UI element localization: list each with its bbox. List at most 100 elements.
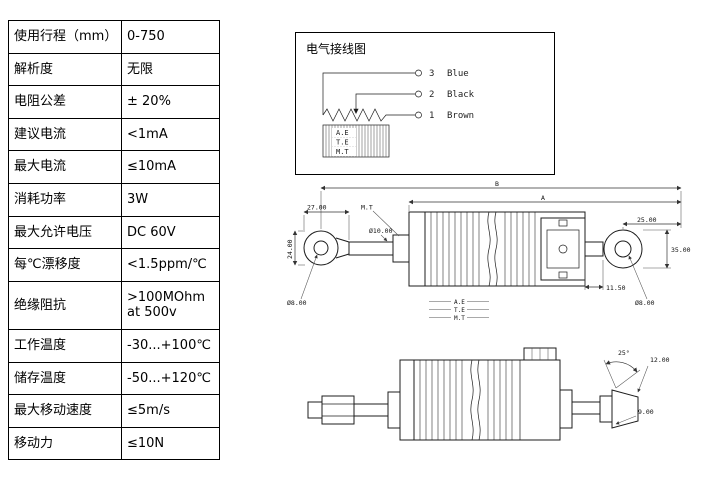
dim-text: 35.00 bbox=[671, 246, 691, 254]
spec-value: ± 20% bbox=[121, 85, 220, 119]
spec-value: >100MOhm at 500v bbox=[121, 280, 220, 330]
spec-value: DC 60V bbox=[121, 215, 220, 250]
table-row: 使用行程（mm） 0-750 bbox=[8, 20, 220, 54]
dimension-overall-B: B bbox=[320, 180, 682, 229]
sensor-body-symbol: A.E T.E M.T bbox=[322, 124, 390, 158]
wiring-diagram-box: 电气接线图 3 Blue 2 Black 1 Brown bbox=[295, 32, 555, 175]
dim-text: 25° bbox=[618, 349, 630, 357]
dim-text: B bbox=[495, 180, 499, 188]
spec-label: 电阻公差 bbox=[8, 85, 122, 119]
spec-label: 最大电流 bbox=[8, 150, 122, 184]
wire-color-label: Blue bbox=[447, 69, 469, 79]
dim-text: Ø8.00 bbox=[635, 299, 655, 307]
label-mt-callout: M.T bbox=[361, 204, 400, 237]
spec-value: 3W bbox=[121, 182, 220, 217]
dimension-left-bore: Ø8.00 bbox=[287, 254, 318, 307]
dimension-body-A: A bbox=[408, 194, 682, 211]
mt-label: M.T bbox=[361, 204, 373, 212]
dim-text: 11.50 bbox=[606, 284, 626, 292]
table-row: 消耗功率 3W bbox=[8, 182, 220, 217]
dimension-left-eye-height: 24.00 bbox=[286, 230, 305, 266]
table-row: 建议电流 <1mA bbox=[8, 117, 220, 152]
terminal-label: M.T bbox=[336, 148, 349, 156]
spec-value: -30...+100℃ bbox=[121, 328, 220, 363]
break-line bbox=[470, 359, 474, 441]
wire-color-label: Black bbox=[447, 90, 475, 100]
spec-label: 建议电流 bbox=[8, 117, 122, 152]
table-row: 解析度 无限 bbox=[8, 52, 220, 87]
dimension-right-offset: 25.00 bbox=[622, 216, 682, 229]
wire-color-label: Brown bbox=[447, 111, 474, 121]
wiring-diagram: 电气接线图 3 Blue 2 Black 1 Brown bbox=[306, 41, 475, 158]
cylinder-body bbox=[408, 211, 586, 287]
pin-labels: 3 Blue 2 Black 1 Brown bbox=[429, 69, 475, 121]
dimension-left-offset: 27.00 bbox=[303, 204, 350, 240]
dim-text: 27.00 bbox=[307, 204, 327, 212]
dimension-swivel-angle: 25° bbox=[603, 349, 641, 389]
table-row: 最大电流 ≤10mA bbox=[8, 150, 220, 184]
left-rod-eye bbox=[303, 230, 350, 266]
break-line bbox=[494, 211, 498, 287]
spec-value: ≤5m/s bbox=[121, 394, 220, 428]
table-row: 移动力 ≤10N bbox=[8, 426, 220, 461]
dim-text: 25.00 bbox=[637, 216, 657, 224]
dimension-right-bore: Ø8.00 bbox=[628, 255, 655, 307]
spec-value: <1mA bbox=[121, 117, 220, 152]
spec-label: 最大移动速度 bbox=[8, 394, 122, 428]
terminal-label: M.T bbox=[454, 315, 465, 322]
cylinder-body-side bbox=[399, 347, 561, 441]
break-line bbox=[487, 211, 491, 287]
spec-label: 储存温度 bbox=[8, 361, 122, 396]
terminal-callouts: A.E T.E M.T bbox=[429, 299, 489, 322]
dimension-rod-diameter: Ø10.00 bbox=[369, 227, 393, 242]
dim-text: Ø8.00 bbox=[287, 299, 307, 307]
spec-table: 使用行程（mm） 0-750 解析度 无限 电阻公差 ± 20% 建议电流 <1… bbox=[8, 20, 220, 461]
dim-text: Ø10.00 bbox=[369, 227, 393, 235]
spec-label: 绝缘阻抗 bbox=[8, 280, 122, 330]
dim-text: A bbox=[541, 194, 545, 202]
side-view-drawing: 25° 12.00 9.00 bbox=[307, 347, 670, 441]
wiring-title: 电气接线图 bbox=[306, 41, 366, 56]
spec-label: 移动力 bbox=[8, 426, 122, 461]
dimension-right-eye-height: 35.00 bbox=[643, 229, 691, 269]
pin-number: 2 bbox=[429, 90, 434, 100]
spec-label: 解析度 bbox=[8, 52, 122, 87]
spec-value: ≤10mA bbox=[121, 150, 220, 184]
spec-value: 无限 bbox=[121, 52, 220, 87]
spec-value: <1.5ppm/℃ bbox=[121, 248, 220, 282]
connector-plate bbox=[540, 217, 586, 281]
terminal-label: T.E bbox=[454, 307, 465, 314]
spec-value: 0-750 bbox=[121, 20, 220, 54]
terminal-label: A.E bbox=[336, 129, 349, 137]
dim-text: 24.00 bbox=[286, 239, 294, 259]
dimension-tip-offset: 9.00 bbox=[615, 408, 654, 425]
spec-label: 使用行程（mm） bbox=[8, 20, 122, 54]
dim-text: 12.00 bbox=[650, 356, 670, 364]
pin-number: 3 bbox=[429, 69, 434, 79]
terminal-label: T.E bbox=[336, 139, 349, 147]
table-row: 电阻公差 ± 20% bbox=[8, 85, 220, 119]
table-row: 最大移动速度 ≤5m/s bbox=[8, 394, 220, 428]
table-row: 每℃漂移度 <1.5ppm/℃ bbox=[8, 248, 220, 282]
spec-label: 最大允许电压 bbox=[8, 215, 122, 250]
dim-text: 9.00 bbox=[638, 408, 654, 416]
right-rod-end-side bbox=[559, 389, 639, 429]
terminal-label: A.E bbox=[454, 299, 465, 306]
right-rod-eye bbox=[584, 229, 643, 269]
piston-rod-side bbox=[353, 391, 401, 429]
spec-value: ≤10N bbox=[121, 426, 220, 461]
table-row: 工作温度 -30...+100℃ bbox=[8, 328, 220, 363]
table-row: 最大允许电压 DC 60V bbox=[8, 215, 220, 250]
pin-number: 1 bbox=[429, 111, 434, 121]
spec-label: 消耗功率 bbox=[8, 182, 122, 217]
spec-label: 每℃漂移度 bbox=[8, 248, 122, 282]
left-clevis-fork bbox=[307, 395, 355, 425]
piston-rod bbox=[348, 234, 410, 263]
potentiometer-symbol bbox=[322, 69, 422, 122]
front-view-drawing: B A 27.00 M.T 25.00 24.00 bbox=[286, 180, 691, 322]
table-row: 绝缘阻抗 >100MOhm at 500v bbox=[8, 280, 220, 330]
spec-value: -50...+120℃ bbox=[121, 361, 220, 396]
table-row: 储存温度 -50...+120℃ bbox=[8, 361, 220, 396]
dimension-tip-width: 12.00 bbox=[637, 356, 670, 393]
